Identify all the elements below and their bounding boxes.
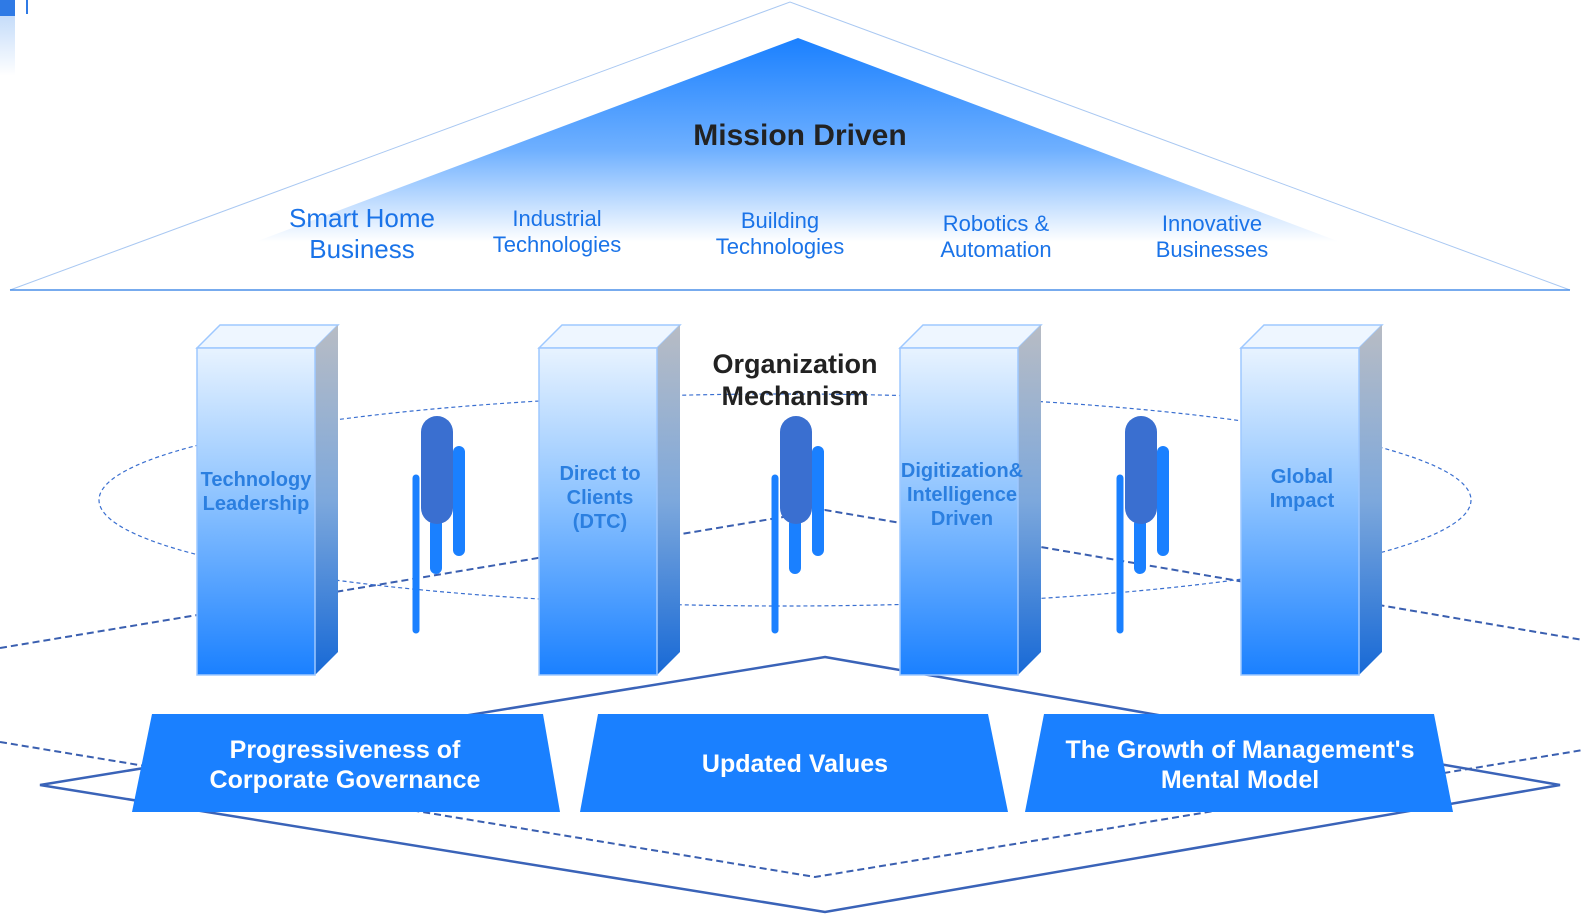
pillar-side-face xyxy=(315,325,338,675)
pillar-technology-leadership xyxy=(195,324,340,676)
foundation-label-mental-model: The Growth of Management's Mental Model xyxy=(1065,736,1415,794)
connector-capsule xyxy=(421,416,453,524)
foundation-label-values: Updated Values xyxy=(701,750,889,778)
business-innovative-businesses: Innovative Businesses xyxy=(1155,211,1269,263)
connector-capsule xyxy=(780,416,812,524)
organization-ellipse xyxy=(98,393,1472,607)
pillar-front-face xyxy=(1240,347,1360,676)
roof-triangle xyxy=(255,38,1340,242)
foundation-label-governance: Progressiveness of Corporate Governance xyxy=(209,736,481,794)
pillar-front-face xyxy=(538,347,658,676)
pillar-front-face xyxy=(196,347,316,676)
pillar-label-global-impact: Global Impact xyxy=(1269,466,1335,512)
pillar-label-digitization-intelligence: Digitization& Intelligence Driven xyxy=(900,460,1024,530)
pillar-label-technology-leadership: Technology Leadership xyxy=(200,469,312,515)
pillar-top-face xyxy=(195,324,340,349)
pillar-front-face xyxy=(899,347,1019,676)
foundation-slab-governance xyxy=(132,714,560,812)
pillar-side-face xyxy=(1018,325,1041,675)
corner-icon xyxy=(0,0,28,76)
pillar-top-face xyxy=(898,324,1043,349)
business-building-technologies: Building Technologies xyxy=(715,208,845,260)
business-smart-home: Smart Home Business xyxy=(289,203,435,265)
organization-mechanism-title: Organization Mechanism xyxy=(712,349,878,412)
pillar-side-face xyxy=(657,325,680,675)
pillar-top-face xyxy=(1239,324,1384,349)
business-industrial-technologies: Industrial Technologies xyxy=(492,206,622,258)
mission-driven-title: Mission Driven xyxy=(693,119,907,152)
pillar-digitization-intelligence xyxy=(898,324,1043,676)
pillar-side-face xyxy=(1359,325,1382,675)
pillar-top-face xyxy=(537,324,682,349)
connector-capsule xyxy=(1125,416,1157,524)
foundation-slab-mental-model xyxy=(1025,714,1453,812)
business-robotics-automation: Robotics & Automation xyxy=(940,211,1052,263)
pillar-connector-1 xyxy=(412,416,465,634)
pillar-global-impact xyxy=(1239,324,1384,676)
pillar-label-direct-to-clients: Direct to Clients (DTC) xyxy=(559,463,641,533)
roof-outline xyxy=(9,1,1571,291)
foundation-slabs xyxy=(132,714,1453,812)
foundation-slab-values xyxy=(580,714,1008,812)
pillar-connector-2 xyxy=(771,416,824,634)
pillar-connector-3 xyxy=(1116,416,1169,634)
pillar-direct-to-clients xyxy=(537,324,682,676)
